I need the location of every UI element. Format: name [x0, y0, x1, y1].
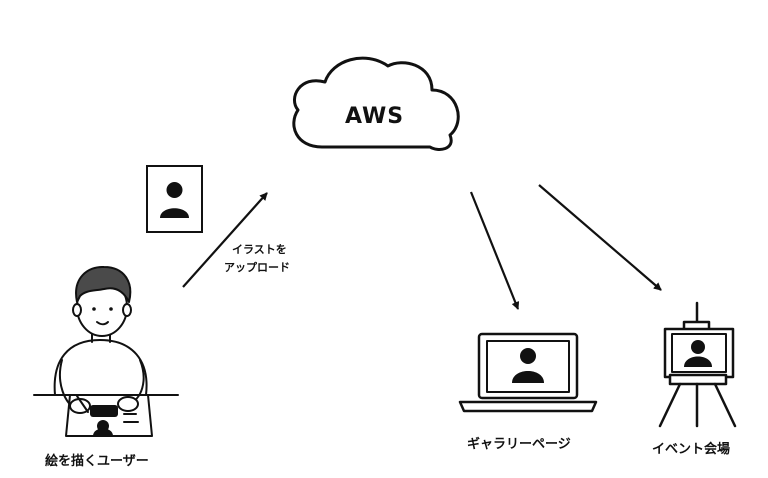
easel-icon — [658, 301, 737, 428]
drawing-user-icon — [33, 265, 179, 437]
event-venue-label: イベント会場 — [652, 442, 731, 457]
aws-cloud-icon — [292, 56, 460, 151]
user-label: 絵を描くユーザー — [45, 454, 149, 469]
illustration-picture-icon — [146, 165, 203, 233]
aws-label: AWS — [345, 104, 405, 129]
upload-label-line-1: イラストを — [232, 243, 287, 256]
laptop-icon — [458, 332, 598, 413]
upload-arrow — [182, 192, 268, 288]
upload-label-line-2: アップロード — [224, 261, 290, 274]
gallery-label: ギャラリーページ — [467, 437, 571, 452]
gallery-arrow — [469, 191, 520, 310]
event-arrow — [538, 184, 662, 291]
